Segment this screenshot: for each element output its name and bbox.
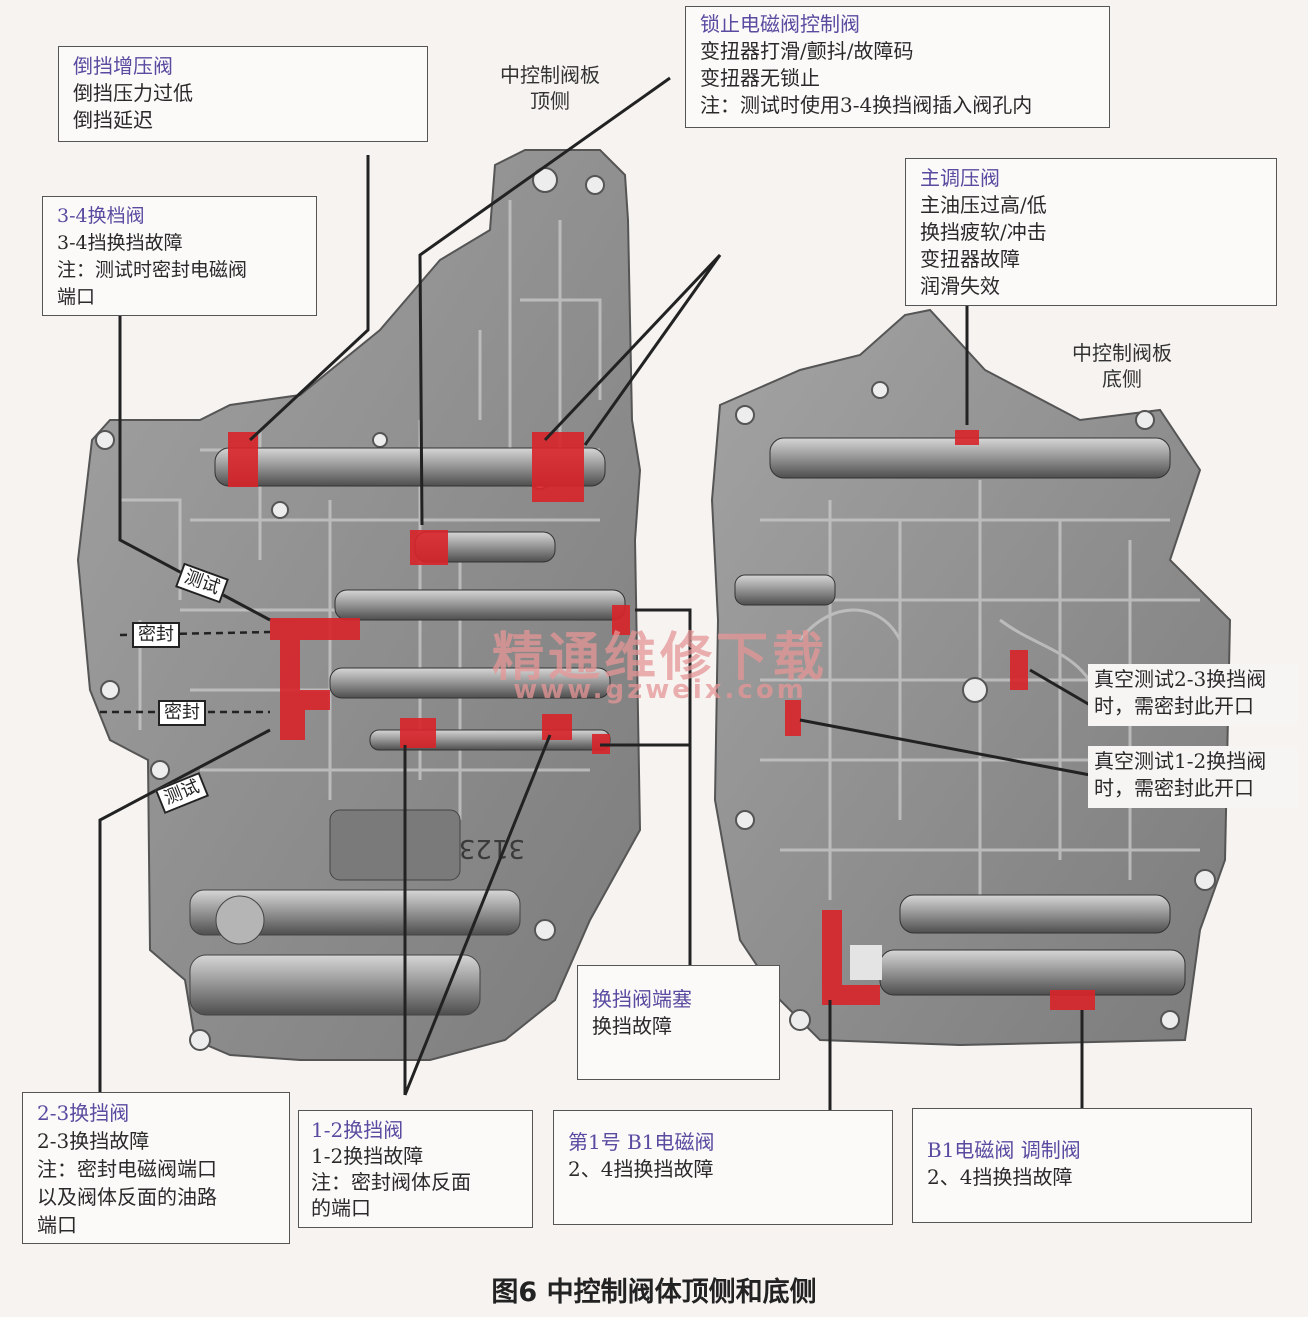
callout-line: 以及阀体反面的油路 [37, 1185, 217, 1209]
callout-line: 主油压过高/低 [920, 193, 1047, 217]
callout-title: B1电磁阀 调制阀 [927, 1138, 1081, 1162]
top-side-label-line2: 顶侧 [530, 89, 570, 113]
callout-title: 换挡阀端塞 [592, 987, 692, 1011]
watermark-url: www.gzweix.com [513, 675, 807, 705]
callout-b1-solenoid: 第1号 B1电磁阀 2、4挡换挡故障 [553, 1110, 893, 1225]
seal-tag: 密封 [158, 700, 206, 726]
callout-line: 注：测试时使用3-4换挡阀插入阀孔内 [700, 93, 1033, 117]
callout-34-shift-valve: 3-4换档阀 3-4挡换挡故障 注：测试时密封电磁阀 端口 [42, 196, 317, 316]
callout-23-shift-valve: 2-3换挡阀 2-3换挡故障 注：密封电磁阀端口 以及阀体反面的油路 端口 [22, 1092, 290, 1244]
callout-line: 时，需密封此开口 [1094, 776, 1254, 800]
callout-title: 倒挡增压阀 [73, 54, 173, 78]
callout-line: 时，需密封此开口 [1094, 694, 1254, 718]
callout-line: 变扭器故障 [920, 247, 1020, 271]
callout-line: 3-4挡换挡故障 [57, 232, 183, 254]
callout-title: 1-2换挡阀 [311, 1118, 404, 1142]
callout-line: 注：测试时密封电磁阀 [57, 259, 248, 281]
callout-line: 变扭器打滑/颤抖/故障码 [700, 39, 914, 63]
callout-line: 变扭器无锁止 [700, 66, 820, 90]
bottom-side-label-line2: 底侧 [1102, 367, 1142, 391]
callout-vacuum-test-12: 真空测试1-2换挡阀 时，需密封此开口 [1088, 746, 1298, 808]
bottom-side-label-line1: 中控制阀板 [1072, 341, 1172, 365]
top-side-label-line1: 中控制阀板 [500, 63, 600, 87]
callout-vacuum-test-23: 真空测试2-3换挡阀 时，需密封此开口 [1088, 664, 1298, 726]
callout-title: 3-4换档阀 [57, 205, 145, 227]
callout-line: 注：密封阀体反面 [311, 1170, 471, 1194]
callout-title: 第1号 B1电磁阀 [568, 1130, 715, 1154]
bottom-side-label: 中控制阀板 底侧 [1072, 340, 1172, 392]
callout-shift-valve-end-plug: 换挡阀端塞 换挡故障 [577, 965, 780, 1080]
callout-reverse-boost-valve: 倒挡增压阀 倒挡压力过低 倒挡延迟 [58, 46, 428, 142]
callout-line: 倒挡压力过低 [73, 81, 193, 105]
callout-line: 润滑失效 [920, 274, 1000, 298]
callout-title: 主调压阀 [920, 166, 1000, 190]
callout-title: 锁止电磁阀控制阀 [700, 12, 860, 36]
callout-main-regulator-valve: 主调压阀 主油压过高/低 换挡疲软/冲击 变扭器故障 润滑失效 [905, 158, 1277, 306]
watermark-title: 精通维修下载 [491, 628, 828, 688]
callout-line: 注：密封电磁阀端口 [37, 1157, 217, 1181]
callout-line: 端口 [57, 286, 96, 308]
callout-12-shift-valve: 1-2换挡阀 1-2换挡故障 注：密封阀体反面 的端口 [298, 1110, 533, 1228]
callout-line: 倒挡延迟 [73, 108, 153, 132]
callout-line: 换挡故障 [592, 1014, 672, 1038]
callout-line: 2、4挡换挡故障 [568, 1157, 714, 1181]
callout-line: 端口 [37, 1213, 77, 1237]
casting-number: 3123 [459, 833, 525, 863]
callout-line: 真空测试2-3换挡阀 [1094, 667, 1267, 691]
callout-line: 换挡疲软/冲击 [920, 220, 1047, 244]
figure-caption: 图6 中控制阀体顶侧和底侧 [491, 1277, 817, 1308]
callout-b1-modulator-valve: B1电磁阀 调制阀 2、4挡换挡故障 [912, 1108, 1252, 1223]
callout-title: 2-3换挡阀 [37, 1101, 130, 1125]
leader-lines [98, 76, 1091, 1110]
callout-lockup-solenoid-control-valve: 锁止电磁阀控制阀 变扭器打滑/颤抖/故障码 变扭器无锁止 注：测试时使用3-4换… [685, 6, 1110, 128]
callout-line: 真空测试1-2换挡阀 [1094, 749, 1267, 773]
callout-line: 1-2换挡故障 [311, 1144, 424, 1168]
callout-line: 2-3换挡故障 [37, 1129, 150, 1153]
seal-tag: 密封 [132, 622, 180, 648]
top-side-label: 中控制阀板 顶侧 [500, 62, 600, 114]
callout-line: 的端口 [311, 1196, 371, 1220]
right-valve-plate [710, 308, 1232, 1047]
callout-line: 2、4挡换挡故障 [927, 1165, 1073, 1189]
left-valve-plate [76, 149, 642, 1061]
